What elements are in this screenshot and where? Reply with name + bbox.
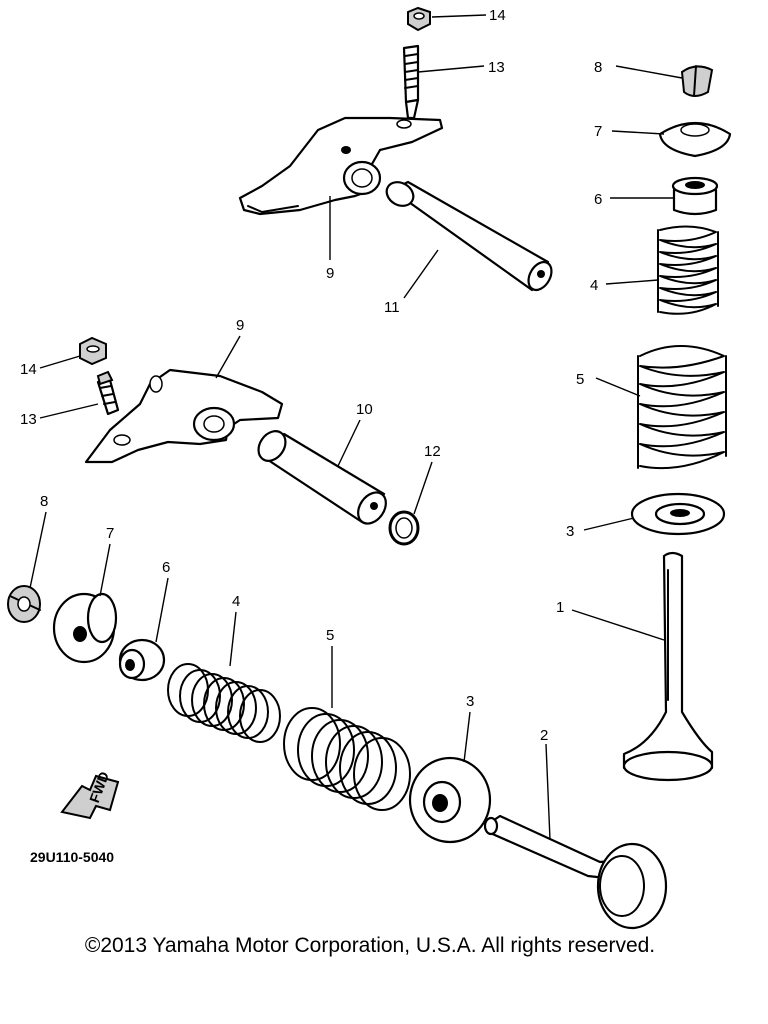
callout-5-right: 5: [576, 371, 584, 388]
callout-6-right: 6: [594, 191, 602, 208]
callout-9-left: 9: [236, 317, 244, 334]
rocker-shaft-top: [385, 180, 553, 292]
callout-13-top: 13: [488, 59, 505, 76]
rocker-arm-top: [238, 116, 444, 216]
leader-lines: [29, 14, 683, 841]
retainer-right: [658, 122, 732, 158]
diagram-code: 29U110-5040: [30, 849, 114, 865]
seal-right: [671, 176, 719, 216]
callout-8-bottom: 8: [40, 493, 48, 510]
callout-3-right: 3: [566, 523, 574, 540]
callout-4-bottom: 4: [232, 593, 240, 610]
inner-spring-right: [657, 225, 719, 315]
adjust-screw-left: [96, 370, 120, 416]
rocker-shaft-left: [257, 430, 387, 525]
outer-spring-bottom: [283, 707, 411, 811]
callout-5-bottom: 5: [326, 627, 334, 644]
spring-seat-right: [630, 492, 726, 536]
callout-8-right: 8: [594, 59, 602, 76]
seal-bottom: [118, 638, 166, 682]
callout-7-bottom: 7: [106, 525, 114, 542]
callout-3-bottom: 3: [466, 693, 474, 710]
cotter-right: [680, 65, 714, 97]
callout-12: 12: [424, 443, 441, 460]
adjust-screw-top: [402, 44, 420, 120]
retainer-bottom: [52, 592, 118, 664]
valve-right: [622, 551, 714, 782]
callout-10: 10: [356, 401, 373, 418]
rocker-arm-left: [84, 368, 284, 464]
callout-14-left: 14: [20, 361, 37, 378]
cotter-bottom: [7, 585, 41, 623]
callout-13-left: 13: [20, 411, 37, 428]
callout-11: 11: [384, 299, 400, 316]
outer-spring-right: [637, 345, 727, 470]
callout-7-right: 7: [594, 123, 602, 140]
callout-6-bottom: 6: [162, 559, 170, 576]
copyright-notice: ©2013 Yamaha Motor Corporation, U.S.A. A…: [84, 934, 656, 957]
callout-1: 1: [556, 599, 564, 616]
callout-labels: 14 13 9 11 8 7 6 4 5 3 1 9 14 13 10 12 8…: [20, 7, 602, 744]
callout-4-right: 4: [590, 277, 598, 294]
o-ring-left: [388, 510, 420, 546]
valve-bottom: [483, 814, 668, 930]
fwd-arrow: FWD: [60, 769, 120, 820]
nut-top: [407, 6, 431, 32]
callout-2: 2: [540, 727, 548, 744]
nut-left: [79, 336, 107, 366]
callout-14-top: 14: [489, 7, 506, 24]
callout-9-top: 9: [326, 265, 334, 282]
spring-seat-bottom: [408, 756, 492, 844]
inner-spring-bottom: [167, 663, 281, 743]
